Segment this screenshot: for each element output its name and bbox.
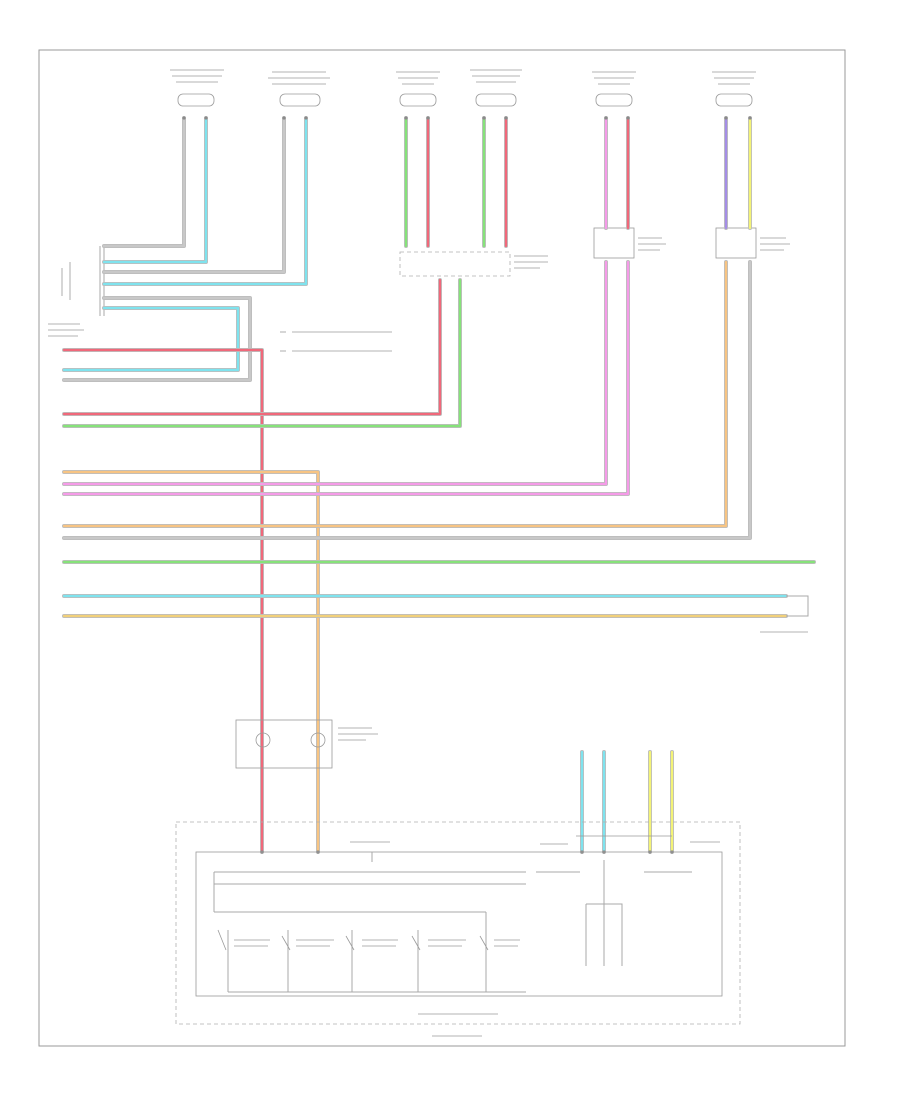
wire-orange-row5: [62, 470, 320, 854]
wire-gray-row6: [62, 260, 752, 540]
diagram-frame: [38, 49, 846, 1047]
wire-terminal-12: [748, 116, 752, 120]
wire-terminal-7: [482, 116, 486, 120]
component-right-connector: [760, 595, 809, 633]
wire-terminal-9: [604, 116, 608, 120]
wire-pink-row5-outline: [62, 260, 608, 486]
component-rear-speaker-right: [592, 71, 636, 107]
wire-green-row4: [62, 278, 462, 428]
wire-terminal-11: [724, 116, 728, 120]
legend-notes: [280, 331, 392, 352]
wire-terminal-5: [404, 116, 408, 120]
wire-cyan-1-outline: [102, 116, 208, 264]
junction-rear-left-connector: [715, 227, 790, 259]
wire-gray-1: [102, 116, 186, 248]
junction-rear-right-connector: [593, 227, 666, 259]
wire-orange-row5-outline: [62, 470, 320, 854]
junction-center-connector: [399, 251, 548, 277]
wire-red-main: [62, 348, 264, 854]
wire-terminal-4: [304, 116, 308, 120]
wire-cyan-2: [102, 116, 308, 286]
wire-terminal-2: [204, 116, 208, 120]
wire-terminal-1: [182, 116, 186, 120]
wire-harness: [62, 116, 816, 854]
wire-pink-row5b: [62, 260, 630, 496]
wire-gray-3: [62, 296, 252, 382]
component-front-door-speaker: [268, 71, 330, 107]
component-center-speaker: [396, 71, 440, 107]
wire-pink-row5: [62, 260, 608, 486]
component-switch-box: [235, 719, 378, 769]
wire-red-row4: [62, 278, 442, 416]
wire-cyan-3-outline: [62, 306, 240, 372]
left-connector-block: [48, 246, 105, 337]
wire-gray-3-outline: [62, 296, 252, 382]
bottom-module: [175, 821, 741, 1037]
wire-cyan-3: [62, 306, 240, 372]
component-rear-speaker-left: [712, 71, 756, 107]
wire-orange-row6: [62, 260, 728, 528]
component-front-tweeter-left: [170, 69, 224, 107]
wire-terminal-10: [626, 116, 630, 120]
wire-terminal-3: [282, 116, 286, 120]
component-front-tweeter-right: [470, 69, 522, 107]
wire-gray-1-outline: [102, 116, 186, 248]
wire-terminal-6: [426, 116, 430, 120]
wire-terminal-8: [504, 116, 508, 120]
wire-gray-2-outline: [102, 116, 286, 274]
wire-gray-row6-outline: [62, 260, 752, 540]
wire-gray-2: [102, 116, 286, 274]
wire-cyan-1: [102, 116, 208, 264]
